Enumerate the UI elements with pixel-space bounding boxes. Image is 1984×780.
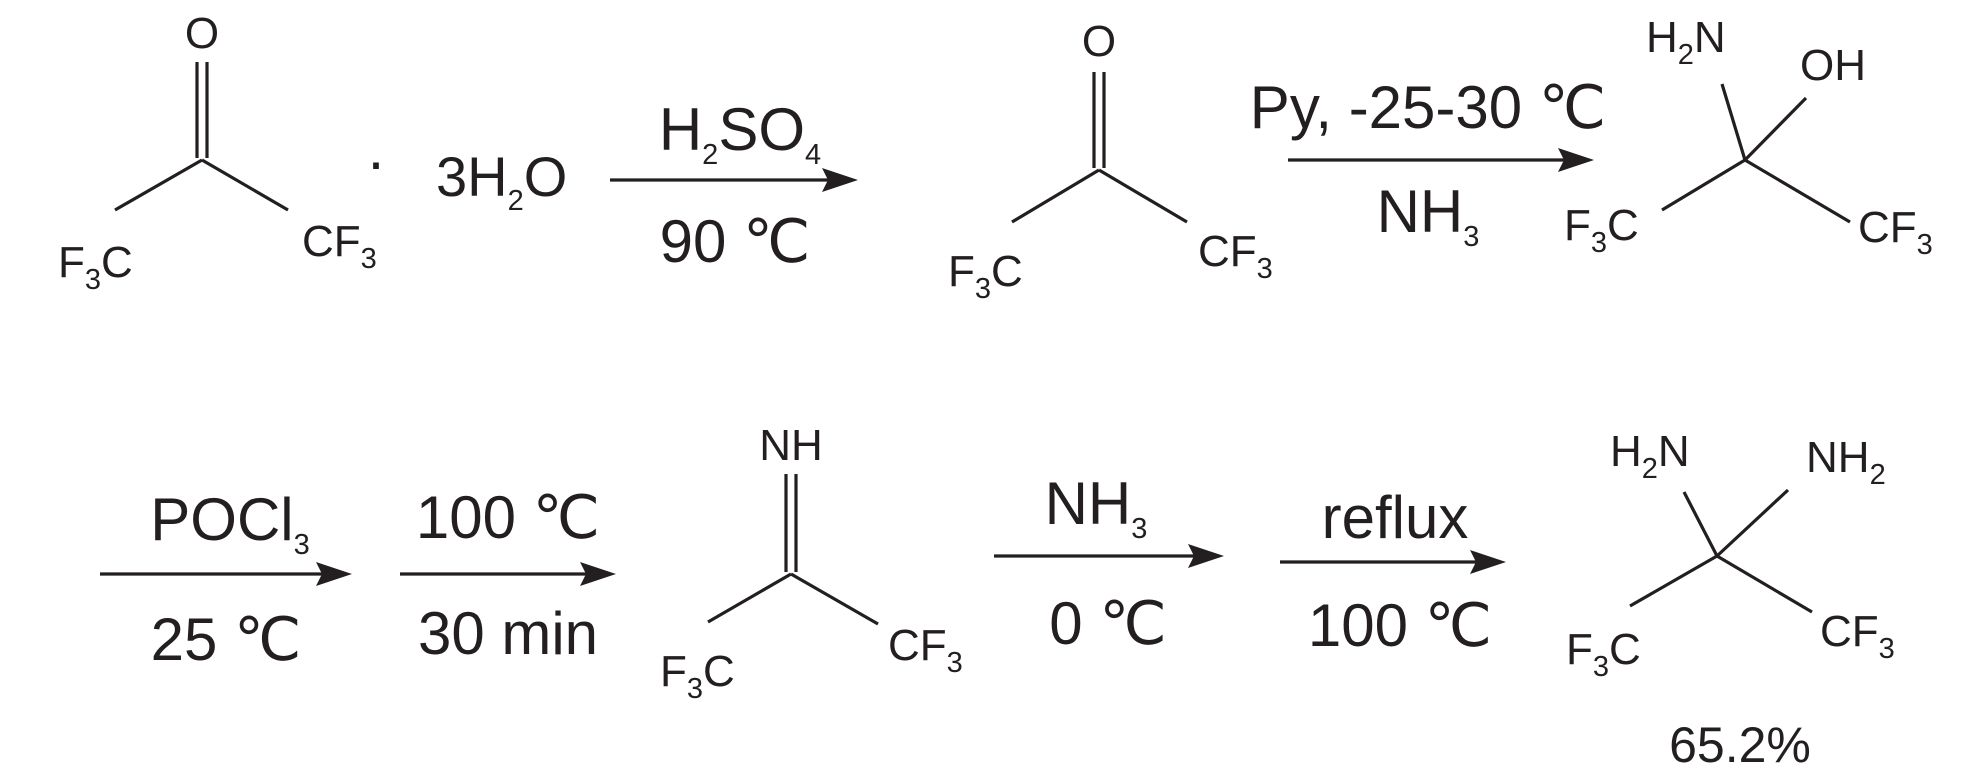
arrow-head <box>822 168 858 192</box>
f3c-label: F3C <box>660 647 735 705</box>
compound-hexafluoroacetone-trihydrate: O F3C CF3 · 3H2O <box>58 9 567 296</box>
cf3-label: CF3 <box>888 621 963 679</box>
reaction-arrow-4: 100 ℃ 30 min <box>400 484 616 667</box>
temperature-label: 100 ℃ <box>1308 592 1492 659</box>
bond-right <box>1716 554 1813 614</box>
reagent-label: NH3 <box>1377 178 1480 253</box>
bond-right <box>201 158 289 212</box>
oxygen-label: O <box>1082 17 1116 66</box>
oh-label: OH <box>1800 41 1866 90</box>
cf3-label: CF3 <box>302 217 377 275</box>
condition-label: 90 ℃ <box>660 208 811 275</box>
reagent-label: H2SO4 <box>659 96 821 171</box>
bond-right <box>790 572 879 626</box>
arrow-head <box>316 562 352 586</box>
h2n-label: H2N <box>1646 13 1726 71</box>
nh-label: NH <box>759 421 823 470</box>
reaction-arrow-1: H2SO4 90 ℃ <box>610 96 858 275</box>
oxygen-label: O <box>185 9 219 58</box>
hydrate-dot: · <box>366 128 386 195</box>
bond-right <box>1744 158 1851 224</box>
bond-to-h2n <box>1682 491 1719 557</box>
cf3-label: CF3 <box>1198 227 1273 285</box>
bond-left <box>114 158 203 212</box>
bond-left <box>1661 158 1746 212</box>
nh2-label: NH2 <box>1806 433 1886 491</box>
f3c-label: F3C <box>1564 201 1639 259</box>
compound-hexafluoroacetone: O F3C CF3 <box>948 17 1273 305</box>
bond-to-nh2 <box>1720 83 1747 161</box>
time-label: 30 min <box>418 600 598 667</box>
condition-label: Py, -25-30 ℃ <box>1250 74 1606 141</box>
bond-left <box>1011 168 1100 224</box>
condition-label: reflux <box>1322 484 1469 551</box>
cf3-label: CF3 <box>1820 607 1895 665</box>
bond-to-nh2 <box>1715 488 1790 558</box>
reaction-arrow-5: NH3 0 ℃ <box>994 470 1224 657</box>
cf3-label: CF3 <box>1858 203 1933 261</box>
bond-to-oh <box>1743 96 1808 162</box>
compound-imine: NH F3C CF3 <box>660 421 963 705</box>
bond-left <box>1629 554 1718 608</box>
arrow-head <box>580 562 616 586</box>
f3c-label: F3C <box>948 247 1023 305</box>
arrow-head <box>1558 148 1594 172</box>
water-label: 3H2O <box>436 145 567 217</box>
reagent-label: POCl3 <box>150 486 310 561</box>
h2n-label: H2N <box>1610 427 1690 485</box>
condition-label: 0 ℃ <box>1049 590 1166 657</box>
f3c-label: F3C <box>58 238 133 296</box>
yield-label: 65.2% <box>1669 717 1811 773</box>
f3c-label: F3C <box>1566 625 1641 683</box>
reagent-label: NH3 <box>1045 470 1148 545</box>
bond-right <box>1098 168 1188 224</box>
reaction-arrow-6: reflux 100 ℃ <box>1280 484 1506 659</box>
reaction-arrow-3: POCl3 25 ℃ <box>100 486 352 673</box>
bond-left <box>707 572 792 624</box>
arrow-head <box>1188 544 1224 568</box>
compound-hemiaminal: H2N OH F3C CF3 <box>1564 13 1933 261</box>
arrow-head <box>1470 550 1506 574</box>
condition-label: 100 ℃ <box>416 484 600 551</box>
reaction-arrow-2: Py, -25-30 ℃ NH3 <box>1250 74 1606 253</box>
compound-diamine: H2N NH2 F3C CF3 <box>1566 427 1895 683</box>
condition-label: 25 ℃ <box>151 606 302 673</box>
